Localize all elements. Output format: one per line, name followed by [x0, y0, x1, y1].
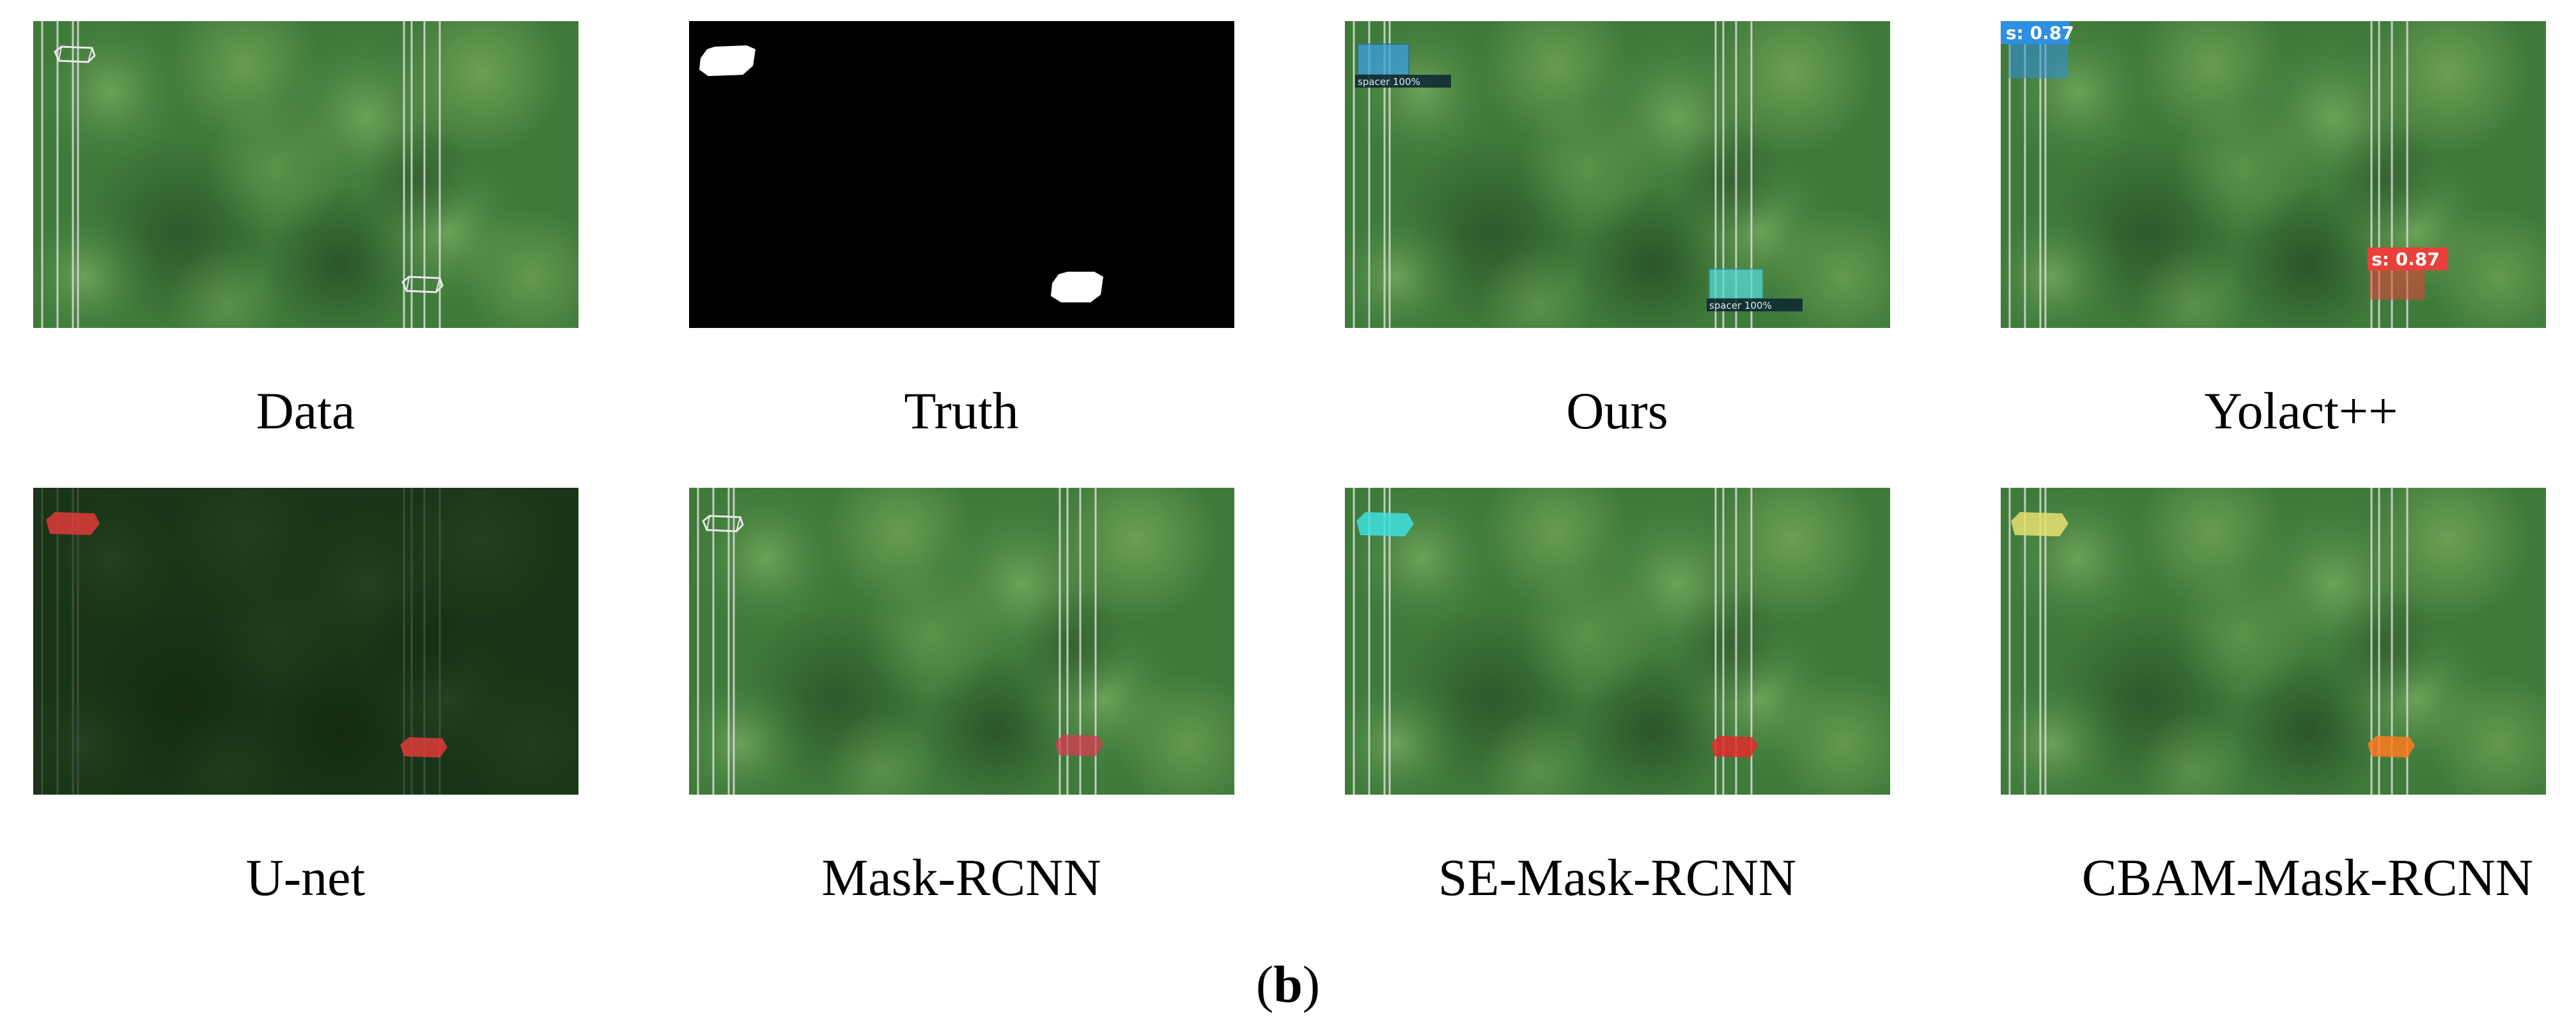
ours-detection-label-2: spacer 100%: [1709, 300, 1772, 311]
caption-truth: Truth: [904, 382, 1019, 440]
figure-label-letter: b: [1273, 955, 1303, 1013]
truth-mask-graphic: [689, 21, 1234, 328]
caption-yolact: Yolact++: [2204, 382, 2398, 440]
caption-ours: Ours: [1566, 382, 1668, 440]
caption-se-maskrcnn: SE-Mask-RCNN: [1438, 848, 1797, 907]
yolact-result-graphic: s: 0.87 s: 0.87: [2001, 21, 2546, 328]
se-maskrcnn-result-image: [1345, 488, 1890, 795]
ours-result-graphic: spacer 100% spacer 100%: [1345, 21, 1890, 328]
maskrcnn-result-image: [689, 488, 1234, 795]
cbam-maskrcnn-result-image: [2001, 488, 2546, 795]
caption-data: Data: [256, 382, 355, 440]
unet-result-graphic: [33, 488, 578, 795]
cbam-maskrcnn-result-graphic: [2001, 488, 2546, 795]
yolact-result-image: s: 0.87 s: 0.87: [2001, 21, 2546, 328]
yolact-detection-label-2: s: 0.87: [2371, 249, 2440, 270]
data-image: [33, 21, 578, 328]
caption-maskrcnn: Mask-RCNN: [821, 848, 1101, 907]
data-image-graphic: [33, 21, 578, 328]
caption-unet: U-net: [245, 848, 366, 907]
figure-label: (b): [1255, 955, 1321, 1013]
truth-mask-image: [689, 21, 1234, 328]
unet-result-image: [33, 488, 578, 795]
ours-detection-label-1: spacer 100%: [1358, 76, 1420, 88]
se-maskrcnn-result-graphic: [1345, 488, 1890, 795]
maskrcnn-result-graphic: [689, 488, 1234, 795]
yolact-detection-label-1: s: 0.87: [2006, 22, 2074, 43]
ours-result-image: spacer 100% spacer 100%: [1345, 21, 1890, 328]
caption-cbam-maskrcnn: CBAM-Mask-RCNN: [2081, 848, 2534, 907]
